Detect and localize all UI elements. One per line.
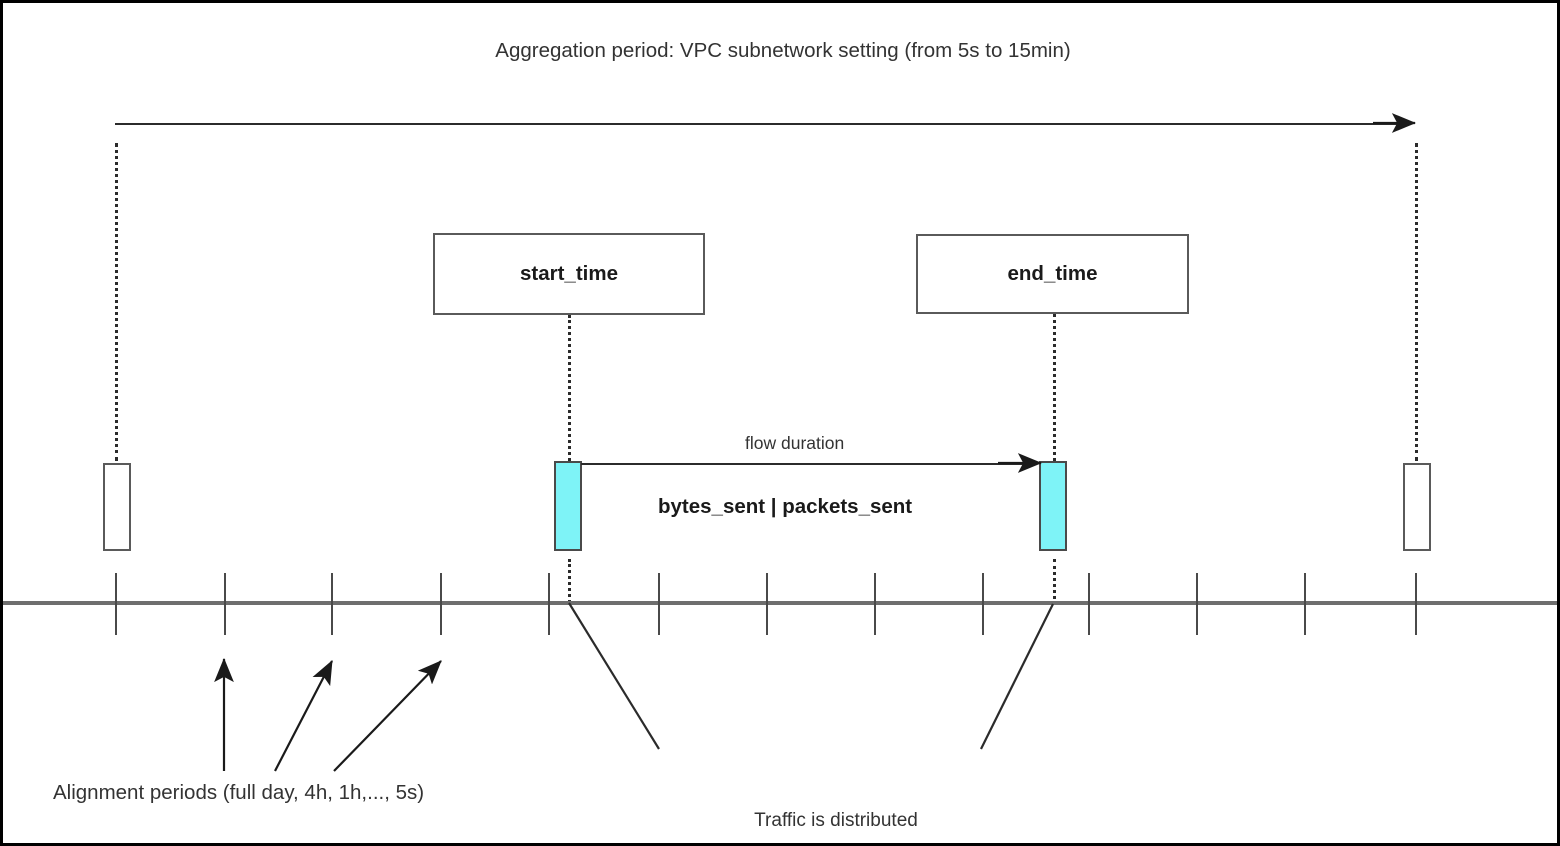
bytes-packets-label: bytes_sent | packets_sent — [658, 495, 913, 518]
end-time-connector-dotted-line — [1053, 314, 1056, 461]
left-boundary-dotted-line — [115, 143, 118, 461]
start-time-connector-dotted-line — [568, 315, 571, 461]
traffic-note-leader-left — [568, 602, 660, 750]
alignment-arrow-3 — [333, 660, 442, 772]
flow-duration-label: flow duration — [745, 433, 845, 453]
traffic-note: Traffic is distributed proportionally am… — [707, 751, 965, 843]
end-time-axis-dotted-line — [1053, 559, 1056, 605]
flow-start-bar — [554, 461, 582, 551]
left-boundary-marker — [103, 463, 131, 551]
timeline-tick — [658, 573, 660, 635]
timeline-tick — [1304, 573, 1306, 635]
timeline-tick — [1196, 573, 1198, 635]
end-time-label: end_time — [1007, 262, 1098, 285]
traffic-note-leader-right — [980, 603, 1054, 750]
timeline-tick — [440, 573, 442, 635]
end-time-box[interactable]: end_time — [916, 234, 1189, 314]
timeline-axis — [3, 601, 1557, 605]
start-time-box[interactable]: start_time — [433, 233, 705, 315]
flow-duration-arrow-line — [581, 463, 1033, 465]
start-time-axis-dotted-line — [568, 559, 571, 603]
diagram-title: Aggregation period: VPC subnetwork setti… — [495, 39, 1071, 62]
flow-end-bar — [1039, 461, 1067, 551]
right-boundary-dotted-line — [1415, 143, 1418, 461]
timeline-tick — [1415, 573, 1417, 635]
timeline-tick — [548, 573, 550, 635]
timeline-tick — [1088, 573, 1090, 635]
timeline-tick — [331, 573, 333, 635]
right-boundary-marker — [1403, 463, 1431, 551]
timeline-tick — [224, 573, 226, 635]
timeline-tick — [766, 573, 768, 635]
alignment-arrow-2 — [274, 660, 333, 772]
aggregation-period-arrow-line — [115, 123, 1407, 125]
timeline-tick — [874, 573, 876, 635]
diagram-vector-overlay — [214, 113, 1417, 772]
traffic-note-line-1: Traffic is distributed — [754, 810, 918, 831]
start-time-label: start_time — [520, 262, 618, 285]
alignment-periods-label: Alignment periods (full day, 4h, 1h,...,… — [53, 781, 425, 804]
timeline-tick — [115, 573, 117, 635]
timeline-tick — [982, 573, 984, 635]
